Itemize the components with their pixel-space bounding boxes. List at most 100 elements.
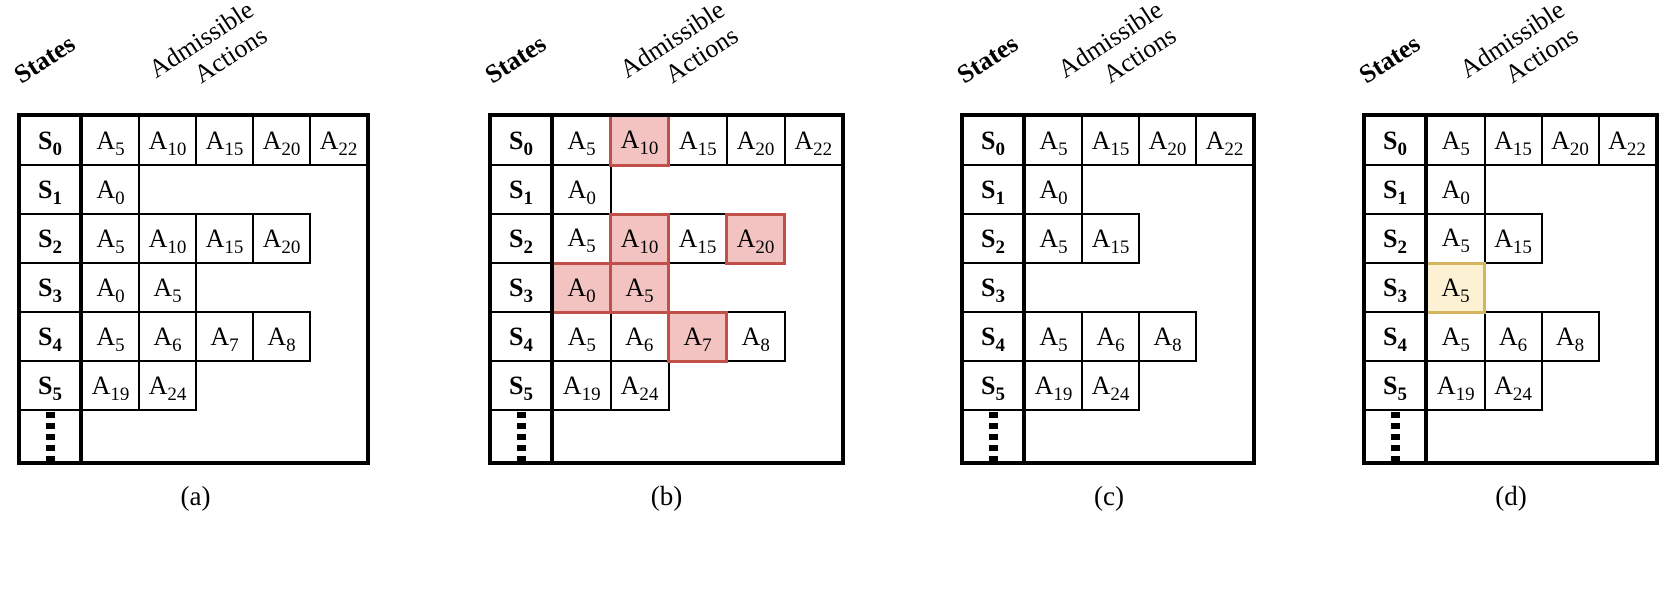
- cell-label: A20: [1148, 125, 1187, 160]
- empty-cell: [1196, 312, 1254, 361]
- table-row: [18, 409, 368, 464]
- cell-label: A22: [319, 125, 358, 160]
- empty-cell: [1139, 410, 1196, 463]
- cell-label: A5: [1441, 223, 1470, 258]
- vertical-ellipsis-icon: [516, 412, 526, 461]
- empty-cell: [1196, 263, 1254, 312]
- empty-cell: [310, 312, 368, 361]
- action-cell-highlighted-red: A10: [609, 113, 670, 167]
- cell-label: S3: [509, 272, 533, 307]
- empty-cell: [1196, 165, 1254, 214]
- empty-cell: [1082, 263, 1139, 312]
- state-cell: S2: [961, 213, 1026, 264]
- action-cell: A20: [252, 114, 311, 166]
- action-cell: A20: [1540, 114, 1600, 166]
- action-cell: A20: [1138, 114, 1197, 166]
- cell-label: A20: [1551, 125, 1589, 160]
- state-cell: S1: [489, 164, 554, 215]
- action-cell-highlighted-red: A5: [609, 261, 670, 314]
- empty-cell: [196, 165, 253, 214]
- cell-label: A6: [1498, 321, 1528, 356]
- empty-cell: [310, 214, 368, 263]
- action-cell: A15: [1081, 114, 1140, 166]
- cell-label: A5: [1039, 125, 1068, 160]
- cell-label: A0: [1441, 174, 1470, 209]
- empty-cell: [1485, 410, 1542, 463]
- empty-cell: [1024, 263, 1082, 312]
- ellipsis-state-cell: [1363, 409, 1428, 464]
- panel-caption: (c): [1094, 481, 1124, 511]
- table-row: [1363, 409, 1657, 464]
- state-cell: S4: [1363, 311, 1428, 362]
- cell-label: A20: [262, 125, 301, 160]
- cell-label: A10: [620, 125, 659, 160]
- cell-label: A7: [210, 321, 239, 356]
- cell-label: A8: [1555, 321, 1585, 356]
- action-cell: A22: [783, 114, 844, 166]
- action-cell: A5: [1023, 114, 1083, 166]
- cell-label: S3: [1383, 272, 1407, 307]
- cell-label: S1: [38, 174, 62, 209]
- action-cell: A15: [1483, 213, 1543, 264]
- empty-cell: [1485, 165, 1542, 214]
- empty-cell: [1139, 165, 1196, 214]
- action-cell: A10: [138, 114, 197, 166]
- action-cell: A5: [1425, 114, 1486, 166]
- action-cell: A6: [1081, 311, 1140, 362]
- action-cell: A20: [725, 114, 786, 166]
- cell-label: A10: [620, 223, 659, 258]
- cell-label: S5: [509, 370, 533, 405]
- table-row: S1 A0: [1363, 164, 1657, 215]
- state-cell: S2: [489, 213, 554, 264]
- empty-cell: [785, 165, 844, 214]
- empty-cell: [727, 361, 785, 410]
- empty-cell: [1139, 214, 1196, 263]
- cell-label: A15: [1494, 125, 1532, 160]
- table-row: [961, 409, 1254, 464]
- cell-label: A15: [205, 125, 244, 160]
- admissible-actions-header: Admissible Actions: [614, 0, 745, 108]
- empty-cell: [253, 410, 310, 463]
- cell-label: A5: [625, 272, 654, 307]
- action-cell: A19: [551, 360, 612, 411]
- empty-cell: [253, 165, 310, 214]
- cell-label: S4: [509, 321, 533, 356]
- cell-label: A15: [1091, 223, 1130, 258]
- cell-label: A6: [1096, 321, 1125, 356]
- empty-cell: [669, 410, 727, 463]
- action-cell: A0: [1425, 164, 1486, 215]
- cell-label: A5: [1039, 223, 1068, 258]
- cell-label: A15: [205, 223, 244, 258]
- vertical-ellipsis-icon: [45, 412, 55, 461]
- empty-cell: [1599, 263, 1657, 312]
- action-cell-highlighted-red: A7: [667, 310, 728, 363]
- cell-label: S5: [38, 370, 62, 405]
- admissible-actions-header: Admissible Actions: [1052, 0, 1183, 108]
- action-cell: A20: [252, 213, 311, 264]
- state-cell: S2: [1363, 213, 1428, 264]
- empty-cell: [727, 263, 785, 312]
- state-cell: S4: [489, 311, 554, 362]
- empty-cell: [1542, 361, 1599, 410]
- action-cell-highlighted-red: A20: [725, 212, 786, 265]
- action-cell: A22: [309, 114, 369, 166]
- state-cell: S1: [961, 164, 1026, 215]
- cell-label: A15: [1494, 223, 1532, 258]
- state-cell: S1: [1363, 164, 1428, 215]
- cell-label: S2: [1383, 223, 1407, 258]
- cell-label: A5: [567, 125, 596, 160]
- cell-label: A19: [562, 370, 601, 405]
- empty-cell: [785, 214, 844, 263]
- action-cell: A5: [80, 114, 140, 166]
